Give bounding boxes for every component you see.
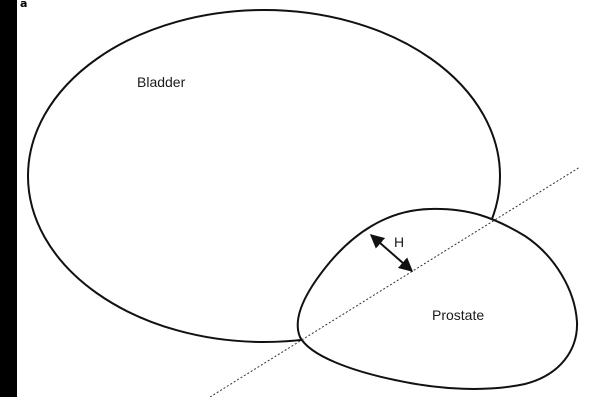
prostate-outline bbox=[298, 209, 577, 389]
bladder-label: Bladder bbox=[137, 74, 186, 90]
panel-letter: a bbox=[20, 0, 27, 10]
prostate-label: Prostate bbox=[432, 307, 484, 323]
height-label: H bbox=[394, 234, 404, 250]
